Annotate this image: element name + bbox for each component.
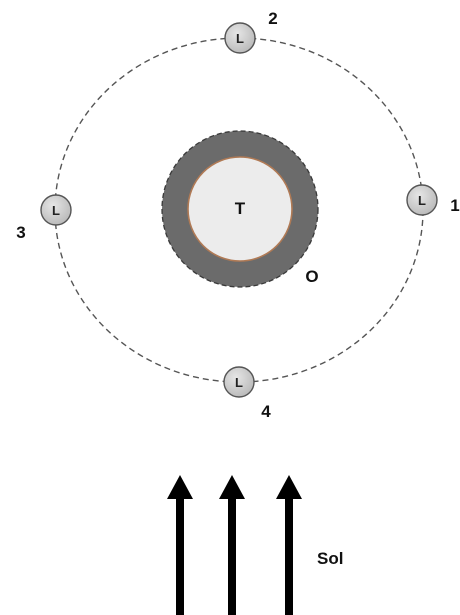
moon-position-3: L <box>40 194 72 226</box>
moon-label-1: 1 <box>450 196 459 215</box>
moon-letter: L <box>236 31 244 46</box>
sunlight-arrow-right <box>276 475 302 615</box>
moon-position-4: L <box>223 366 255 398</box>
moon-letter: L <box>418 193 426 208</box>
earth <box>187 156 293 262</box>
moon-position-2: L <box>224 22 256 54</box>
moon-label-2: 2 <box>268 9 277 28</box>
moon-label-3: 3 <box>16 223 25 242</box>
sunlight-arrow-middle <box>219 475 245 615</box>
moon-letter: L <box>52 203 60 218</box>
moon-label-4: 4 <box>261 402 271 421</box>
moon-position-1: L <box>406 184 438 216</box>
sun-label: Sol <box>317 549 343 568</box>
shadow-label: O <box>305 267 318 286</box>
moon-letter: L <box>235 375 243 390</box>
sunlight-arrow-left <box>167 475 193 615</box>
earth-label: T <box>235 199 246 218</box>
